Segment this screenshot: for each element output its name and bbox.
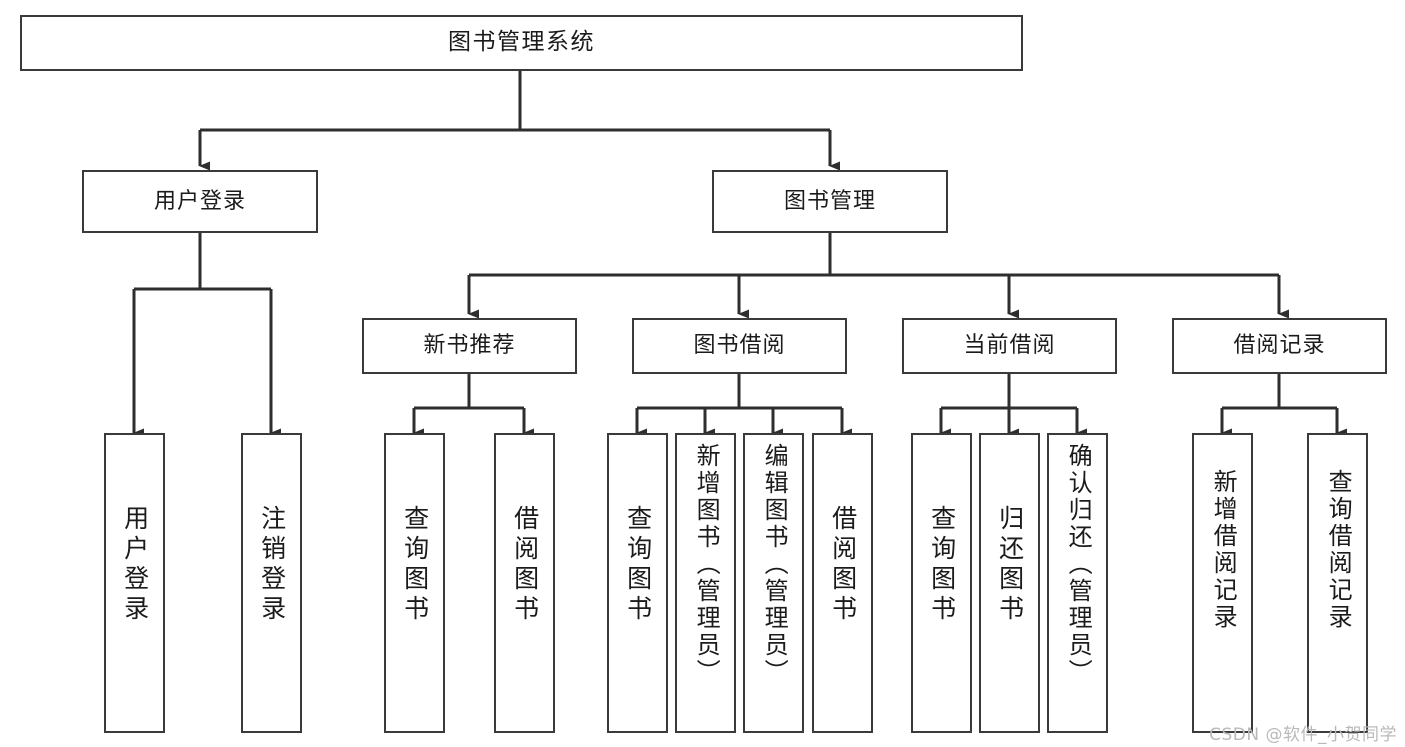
leaf-query-book-borrow-label: 查询图书	[623, 505, 653, 625]
leaf-query-borrow-record[interactable]: 查询借阅记录	[1307, 433, 1368, 733]
leaf-logout[interactable]: 注销登录	[241, 433, 302, 733]
node-root-label: 图书管理系统	[448, 29, 595, 56]
node-current-borrow-label: 当前借阅	[963, 333, 1056, 359]
leaf-query-book-recommend[interactable]: 查询图书	[384, 433, 445, 733]
leaf-query-borrow-record-label: 查询借阅记录	[1324, 469, 1353, 631]
node-borrow-record[interactable]: 借阅记录	[1172, 318, 1387, 374]
node-borrow-record-label: 借阅记录	[1233, 333, 1326, 359]
node-book-borrow-label: 图书借阅	[693, 333, 786, 359]
leaf-add-book-admin-label: 新增图书（管理员）	[692, 443, 721, 686]
leaf-borrow-book[interactable]: 借阅图书	[812, 433, 873, 733]
leaf-query-book-borrow[interactable]: 查询图书	[607, 433, 668, 733]
leaf-query-book-current-label: 查询图书	[927, 505, 957, 625]
leaf-borrow-book-recommend[interactable]: 借阅图书	[494, 433, 555, 733]
node-new-book-recommend-label: 新书推荐	[423, 333, 516, 359]
node-user-login[interactable]: 用户登录	[82, 170, 318, 233]
node-book-management[interactable]: 图书管理	[712, 170, 948, 233]
leaf-edit-book-admin-label: 编辑图书（管理员）	[760, 443, 789, 686]
leaf-borrow-book-recommend-label: 借阅图书	[510, 505, 540, 625]
leaf-edit-book-admin[interactable]: 编辑图书（管理员）	[743, 433, 804, 733]
leaf-query-book-current[interactable]: 查询图书	[911, 433, 972, 733]
leaf-logout-label: 注销登录	[257, 505, 287, 625]
node-root[interactable]: 图书管理系统	[20, 15, 1023, 71]
leaf-add-borrow-record-label: 新增借阅记录	[1209, 469, 1238, 631]
leaf-user-login[interactable]: 用户登录	[104, 433, 165, 733]
leaf-return-book-label: 归还图书	[995, 505, 1025, 625]
node-book-borrow[interactable]: 图书借阅	[632, 318, 847, 374]
leaf-return-book[interactable]: 归还图书	[979, 433, 1040, 733]
node-new-book-recommend[interactable]: 新书推荐	[362, 318, 577, 374]
leaf-user-login-label: 用户登录	[120, 505, 150, 625]
leaf-add-borrow-record[interactable]: 新增借阅记录	[1192, 433, 1253, 733]
leaf-query-book-recommend-label: 查询图书	[400, 505, 430, 625]
node-user-login-label: 用户登录	[153, 188, 246, 214]
leaf-confirm-return-admin[interactable]: 确认归还（管理员）	[1047, 433, 1108, 733]
node-current-borrow[interactable]: 当前借阅	[902, 318, 1117, 374]
leaf-borrow-book-label: 借阅图书	[828, 505, 858, 625]
leaf-confirm-return-admin-label: 确认归还（管理员）	[1064, 443, 1093, 686]
leaf-add-book-admin[interactable]: 新增图书（管理员）	[675, 433, 736, 733]
node-book-management-label: 图书管理	[783, 188, 876, 214]
